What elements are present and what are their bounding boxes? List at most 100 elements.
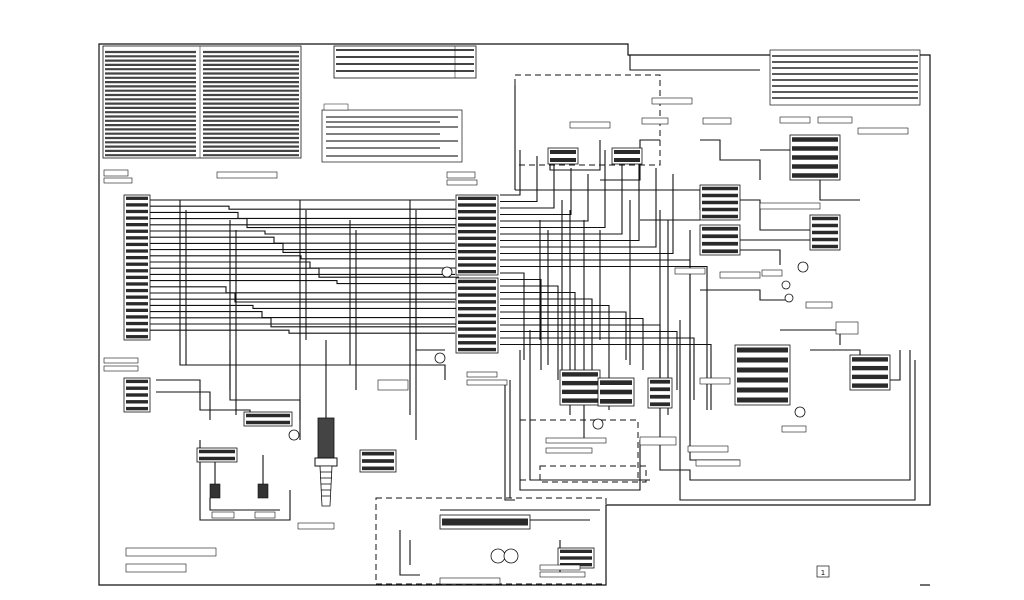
relay-module-pin — [792, 146, 838, 151]
power-connector-pin — [126, 406, 148, 411]
wire — [150, 211, 459, 219]
wire — [150, 218, 455, 229]
wire — [500, 304, 610, 410]
wire — [199, 440, 291, 521]
module-a-pin — [562, 380, 598, 386]
main-connector-upper-pin — [458, 243, 496, 247]
right-relay-pin — [852, 357, 888, 362]
wire — [156, 391, 211, 420]
page-marker-text: 1 — [821, 569, 825, 577]
label-box — [439, 577, 501, 585]
wire — [150, 236, 455, 244]
label-box — [699, 377, 731, 385]
label-box — [545, 447, 593, 454]
right-relay-pin — [852, 383, 888, 388]
wire — [500, 298, 593, 400]
wire — [700, 289, 790, 301]
main-connector-upper-pin — [458, 270, 496, 274]
wire — [500, 311, 627, 360]
label-box — [651, 97, 693, 105]
left-connector-pin — [126, 321, 148, 326]
module-a-pin — [562, 372, 598, 377]
wire — [500, 156, 538, 203]
wire — [740, 199, 810, 231]
relay-module-pin — [792, 164, 838, 169]
module-a-pin — [562, 389, 598, 395]
main-connector-lower-pin — [458, 327, 496, 331]
wire — [689, 350, 740, 461]
wire — [780, 329, 841, 345]
left-connector-pin — [126, 229, 148, 233]
callout-circles — [288, 261, 809, 564]
wire — [500, 162, 640, 242]
left-connector-pin — [126, 242, 148, 247]
right-connector-c-pin — [812, 244, 838, 249]
module-d-pin — [737, 397, 788, 403]
label-box — [719, 271, 761, 279]
component-labels — [103, 97, 909, 585]
module-b-pin — [600, 380, 632, 385]
label-box — [569, 121, 611, 129]
left-connector-pin — [126, 269, 148, 273]
right-connector-a-pin — [702, 193, 738, 198]
main-connector-upper-pin — [458, 203, 496, 207]
wire — [500, 337, 695, 400]
relay-table — [769, 49, 921, 106]
label-box — [103, 365, 139, 372]
main-connector-lower-pin — [458, 279, 496, 284]
module-d-pin — [737, 387, 788, 393]
module-d-pin — [737, 357, 788, 363]
main-connector-lower-pin — [458, 306, 496, 311]
main-connector-lower-pin — [458, 300, 496, 304]
left-connector-pin — [126, 295, 148, 299]
label-box — [211, 511, 235, 519]
main-connector-lower-pin — [458, 313, 496, 318]
page-marker: 1 — [816, 565, 830, 578]
main-connector-lower-pin — [458, 334, 496, 338]
wire — [150, 230, 459, 235]
module-c-pin — [650, 394, 670, 399]
wire — [500, 156, 623, 235]
connector-blocks — [123, 134, 891, 569]
left-connector-pin — [126, 223, 148, 227]
left-connector-pin — [126, 302, 148, 306]
label-box — [779, 116, 811, 124]
label-box — [103, 177, 133, 184]
module-d-pin — [737, 377, 788, 383]
right-connector-a-pin — [702, 207, 738, 212]
power-connector-pin — [126, 386, 148, 390]
module-d-pin — [737, 367, 788, 373]
left-connector-pin — [126, 262, 148, 266]
label-box — [545, 437, 607, 444]
module-c-pin — [650, 379, 670, 384]
right-connector-a-pin — [702, 200, 738, 205]
label-box — [641, 117, 669, 125]
power-connector-pin — [126, 400, 148, 404]
module-d — [734, 344, 791, 406]
wire — [399, 530, 420, 576]
label-box — [761, 269, 783, 277]
main-connector-lower-pin — [458, 293, 496, 297]
module-b-pin — [600, 389, 632, 395]
relay-module-pin — [792, 137, 838, 142]
wire — [150, 329, 455, 334]
left-connector-pin — [126, 209, 148, 214]
wire — [500, 291, 576, 390]
wire — [500, 174, 674, 255]
wire — [179, 340, 446, 380]
right-connector-b-pin — [702, 226, 738, 231]
wire — [229, 350, 301, 420]
module-c-pin — [650, 387, 670, 392]
label-box — [466, 379, 508, 386]
optional-module-pin — [560, 549, 592, 553]
notes-box — [321, 103, 463, 163]
wire — [415, 270, 445, 351]
wire — [504, 380, 515, 501]
left-connector-pin — [126, 216, 148, 220]
wire — [500, 168, 572, 216]
power-connector-pin — [126, 393, 148, 397]
left-connector-pin — [126, 335, 148, 339]
left-connector-pin — [126, 203, 148, 207]
legend-table — [333, 45, 477, 79]
